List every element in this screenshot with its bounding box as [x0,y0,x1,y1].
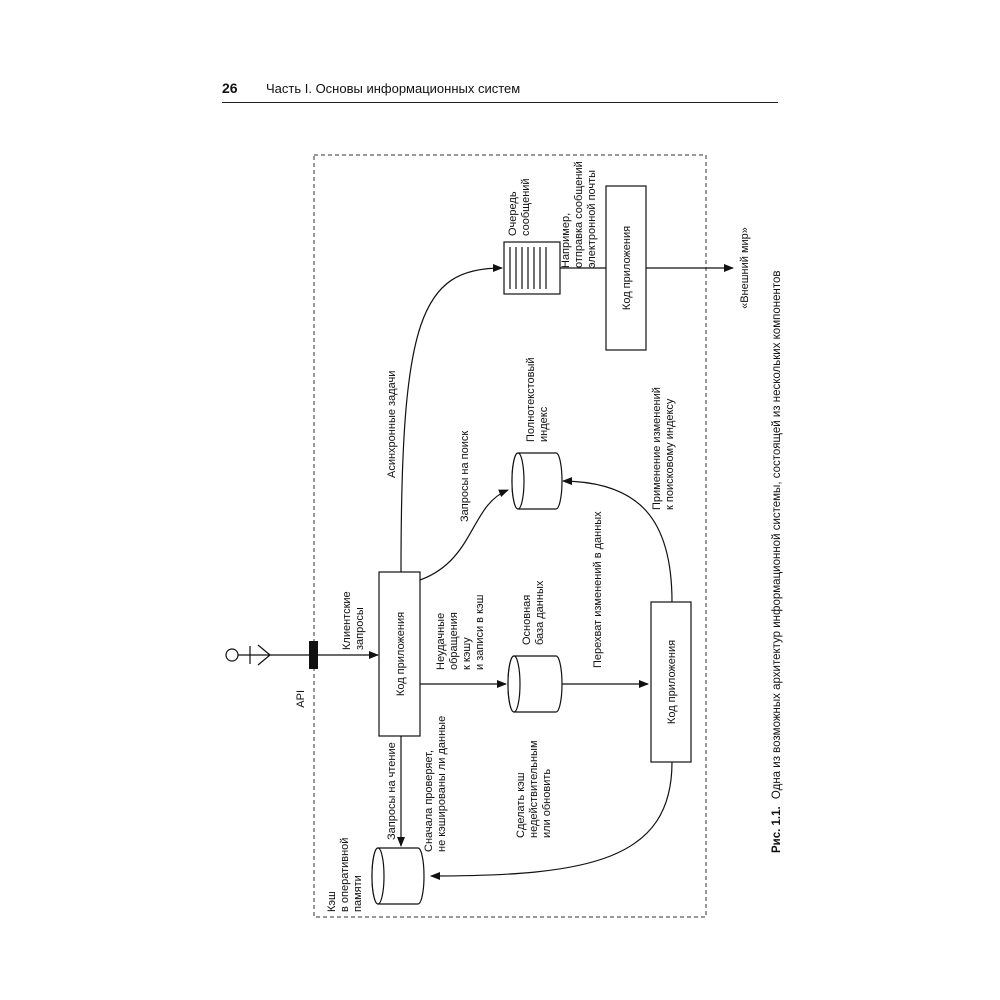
app-code-right-label: Код приложения [621,226,633,310]
apply-index-arrow [562,477,673,603]
app-code-main-box [378,571,421,737]
svg-text:к поисковому индексу: к поисковому индексу [664,398,676,510]
svg-text:Неудачные: Неудачные [435,613,447,670]
read-requests-label: Запросы на чтение [386,742,398,840]
system-boundary [313,154,707,918]
user-actor-icon [225,644,271,666]
svg-text:запросы: запросы [354,607,366,650]
app-code-bottom-label: Код приложения [666,640,678,724]
svg-text:электронной почты: электронной почты [586,170,598,268]
svg-text:Применение изменений: Применение изменений [651,387,663,510]
svg-text:отправка сообщений: отправка сообщений [573,161,585,268]
message-queue-label: Очередь сообщений [507,178,532,236]
main-database-label: Основная база данных [521,580,546,645]
svg-text:база данных: база данных [534,580,546,645]
api-bar [309,641,318,669]
svg-text:Очередь: Очередь [507,191,519,236]
svg-text:не кэшированы ли данные: не кэшированы ли данные [436,716,448,852]
svg-text:в оперативной: в оперативной [339,838,351,912]
cache-miss-label: Неудачные обращения к кэшу и записи в кэ… [435,594,486,670]
invalidate-cache-label: Сделать кэш недействительным или обновит… [515,740,553,838]
svg-text:индекс: индекс [538,406,550,442]
fulltext-index-label: Полнотекстовый индекс [525,357,550,442]
app-code-bottom-box [650,601,692,763]
main-database-cylinder [507,655,563,713]
async-tasks-arrow [400,264,503,573]
svg-text:и записи в кэш: и записи в кэш [474,594,486,670]
page-number: 26 [222,80,238,96]
page-header: 26 Часть I. Основы информационных систем [222,78,778,103]
check-cache-label: Сначала проверяет, не кэшированы ли данн… [423,716,448,852]
svg-text:обращения: обращения [448,612,460,670]
queue-example-label: Например, отправка сообщений электронной… [560,161,598,268]
outside-world-label: «Внешний мир» [739,227,751,309]
running-title: Часть I. Основы информационных систем [266,81,521,96]
svg-text:Кэш: Кэш [326,891,338,912]
memory-cache-label: Кэш в оперативной памяти [326,838,364,912]
svg-text:памяти: памяти [352,875,364,912]
fulltext-index-cylinder [511,452,563,510]
client-requests-label: Клиентские запросы [341,591,366,650]
svg-text:Клиентские: Клиентские [341,591,353,650]
api-label: API [295,690,307,708]
memory-cache-cylinder [371,847,425,905]
async-tasks-label: Асинхронные задачи [386,371,398,478]
svg-text:Сначала проверяет,: Сначала проверяет, [423,750,435,852]
search-queries-label: Запросы на поиск [459,431,471,522]
svg-text:Например,: Например, [560,213,572,268]
figure-caption-text: Одна из возможных архитектур информацион… [771,271,783,800]
svg-text:Полнотекстовый: Полнотекстовый [525,357,537,442]
svg-text:Сделать кэш: Сделать кэш [515,772,527,838]
apply-index-label: Применение изменений к поисковому индекс… [651,387,676,510]
message-queue-icon [503,241,561,295]
svg-text:Основная: Основная [521,595,533,645]
svg-text:к кэшу: к кэшу [461,637,473,670]
search-queries-arrow [419,489,509,581]
app-code-right-box [605,185,647,351]
capture-changes-label: Перехват изменений в данных [592,511,604,668]
svg-text:недействительным: недействительным [528,740,540,838]
figure-caption-label: Рис. 1.1. [771,806,783,853]
svg-text:или обновить: или обновить [541,769,553,838]
svg-text:сообщений: сообщений [520,178,532,236]
invalidate-cache-arrow [430,761,673,880]
figure-caption: Рис. 1.1. Одна из возможных архитектур и… [771,271,783,853]
app-code-main-label: Код приложения [395,612,407,696]
